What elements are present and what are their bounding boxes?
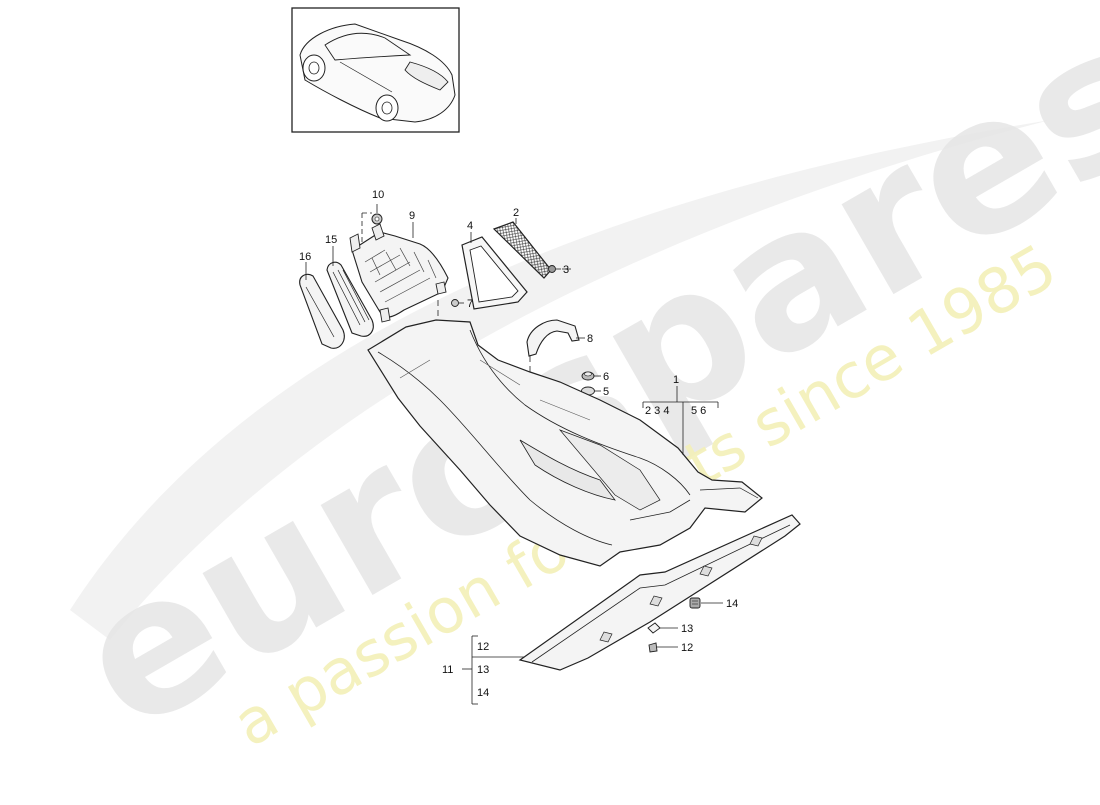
vehicle-thumbnail [291, 7, 460, 133]
callout-4: 4 [467, 220, 473, 232]
callout-11: 11 [442, 664, 453, 676]
part-4-frame [461, 236, 528, 310]
group-11-item-12: 12 [477, 641, 489, 653]
callout-12: 12 [681, 642, 693, 654]
part-11-sill-panel [518, 514, 801, 671]
part-15-ribbed-pad [326, 261, 374, 337]
part-6-grommet [581, 371, 595, 381]
callout-7: 7 [467, 298, 473, 310]
car-body-icon [299, 23, 456, 123]
callout-3: 3 [563, 264, 569, 276]
callout-13: 13 [681, 623, 693, 635]
part-13-clip [647, 622, 661, 634]
group-1-items-b: 5 6 [691, 405, 706, 417]
leader-lines [305, 218, 723, 705]
callout-6: 6 [603, 371, 609, 383]
group-1-items-a: 2 3 4 [645, 405, 669, 417]
part-9-heat-shield [349, 223, 449, 323]
group-11-item-14: 14 [477, 687, 489, 699]
callout-16: 16 [299, 251, 311, 263]
callout-15: 15 [325, 234, 337, 246]
car-front-wheel [302, 54, 326, 82]
part-14-fastener [689, 597, 701, 609]
part-1-floor-carpet [367, 319, 763, 567]
part-12-clip [648, 642, 658, 653]
part-3-screw [548, 265, 561, 273]
part-10-clip [361, 204, 383, 244]
car-rear-wheel [375, 94, 399, 122]
group-11-item-13: 13 [477, 664, 489, 676]
callout-10: 10 [372, 189, 384, 201]
callout-8: 8 [587, 333, 593, 345]
callout-1: 1 [673, 374, 679, 386]
callout-labels: 10 9 16 15 4 2 3 7 8 6 5 1 2 3 4 5 6 14 … [299, 189, 738, 699]
part-16-trim-pad [299, 273, 345, 349]
callout-9: 9 [409, 210, 415, 222]
callout-5: 5 [603, 386, 609, 398]
callout-2: 2 [513, 207, 519, 219]
callout-14: 14 [726, 598, 738, 610]
